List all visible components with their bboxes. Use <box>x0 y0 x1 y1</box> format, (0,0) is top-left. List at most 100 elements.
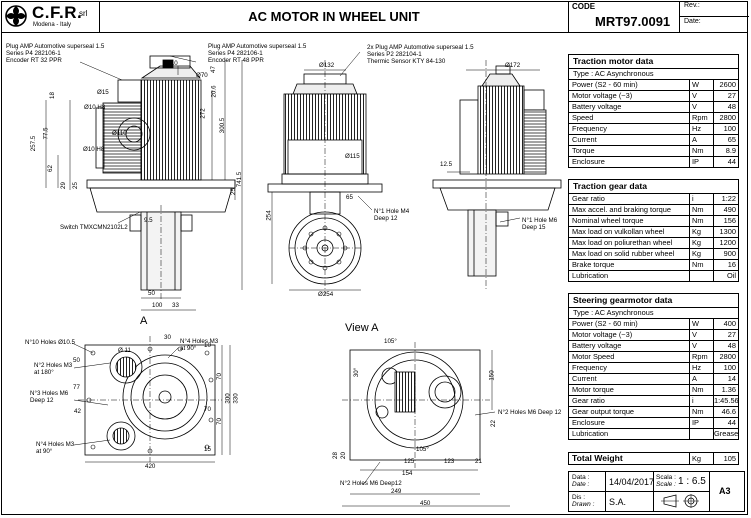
spec-unit: Nm <box>690 205 714 215</box>
dim-label: 105° <box>416 446 429 453</box>
sheet-format: A3 <box>719 486 731 496</box>
drawing-scale: 1 : 6.5 <box>678 476 706 487</box>
spec-unit: Nm <box>690 216 714 226</box>
spec-value: 1:45.56 <box>714 396 738 405</box>
spec-label: Motor torque <box>569 385 690 395</box>
dim-label: 150 <box>488 370 496 381</box>
dim-label: 47 <box>209 66 217 73</box>
date-label: Date: <box>684 18 701 25</box>
dim-label: Ø15 <box>97 89 109 96</box>
dim-label: 70 <box>204 406 211 413</box>
revision-box: Rev.: Date: <box>679 1 749 32</box>
dim-label: 77.5 <box>42 127 50 140</box>
spec-value: 1200 <box>719 238 736 247</box>
dim-label: 50 <box>73 357 80 364</box>
company-location: Modena - Italy <box>33 22 72 28</box>
spec-label: Power (S2 - 60 min) <box>569 80 690 90</box>
switch-callout: Switch TMXCMN2102L2 <box>60 224 128 231</box>
spec-value: 46.6 <box>721 407 736 416</box>
dim-label: Ø70 <box>196 72 208 79</box>
dim-label: 9.5 <box>144 217 153 224</box>
steering-gearmotor-table: Steering gearmotor data Type : AC Asynch… <box>568 293 739 440</box>
dim-label: 249 <box>391 488 402 495</box>
dim-label: 272 <box>199 108 207 119</box>
dim-label: Ø172 <box>505 62 521 69</box>
spec-unit: Kg <box>690 227 714 237</box>
spec-value: 44 <box>727 157 736 166</box>
spec-value: 16 <box>727 260 736 269</box>
dim-label: 420 <box>145 463 156 470</box>
code-label: CODE <box>572 2 596 11</box>
spec-label: Max load on vulkollan wheel <box>569 227 690 237</box>
spec-label: Max accel. and braking torque <box>569 205 690 215</box>
dim-label: 77 <box>73 384 80 391</box>
view-a <box>342 342 510 507</box>
table-title: Steering gearmotor data <box>569 294 738 308</box>
spec-label: Motor voltage (~3) <box>569 91 690 101</box>
spec-value: Oil <box>726 271 736 280</box>
dim-label: 30° <box>353 367 361 378</box>
spec-label: Current <box>569 135 690 145</box>
spec-unit: Nm <box>690 385 714 395</box>
dim-label: 12.5 <box>440 161 453 168</box>
date-label-it: Data : <box>572 474 590 481</box>
dim-label: 257.5 <box>30 135 38 152</box>
spec-label: Battery voltage <box>569 341 690 351</box>
dim-label: 100 <box>152 302 163 309</box>
spec-value: 100 <box>723 363 736 372</box>
spec-unit: Hz <box>690 363 714 373</box>
spec-label: Motor voltage (~3) <box>569 330 690 340</box>
drawing-date: 14/04/2017 <box>609 477 655 487</box>
dim-label: 33 <box>172 302 179 309</box>
spec-value: 44 <box>727 418 736 427</box>
dim-label: 300.5 <box>219 117 227 134</box>
dim-label: 20 <box>339 452 347 459</box>
spec-label: Enclosure <box>569 418 690 428</box>
dim-label: Ø132 <box>319 62 335 69</box>
dim-label: 330 <box>232 393 240 404</box>
rev-label: Rev.: <box>684 2 700 9</box>
spec-label: Enclosure <box>569 157 690 167</box>
spec-label: Gear ratio <box>569 194 690 204</box>
dim-label: 300 <box>224 393 232 404</box>
drawn-label-en: Drawn : <box>572 501 595 508</box>
spec-value: 65 <box>727 135 736 144</box>
spec-label: Speed <box>569 113 690 123</box>
dim-label: 21 <box>475 458 482 465</box>
table-title: Traction gear data <box>569 180 738 194</box>
spec-value: 100 <box>723 124 736 133</box>
spec-label: Frequency <box>569 124 690 134</box>
spec-label: Lubrication <box>569 429 690 439</box>
spec-unit: i <box>690 194 714 204</box>
dim-label: Ø254 <box>318 291 334 298</box>
company-logo: C.F.R. srl Modena - Italy <box>1 1 100 32</box>
table-row: Motor voltage (~3)V 27 <box>569 91 738 102</box>
dim-label: 25 <box>229 188 237 195</box>
side-view <box>267 60 383 295</box>
total-weight-row: Total Weight Kg 105 <box>568 452 739 465</box>
dim-label: 70 <box>215 373 223 380</box>
traction-motor-table: Traction motor data Type : AC Asynchrono… <box>568 54 739 168</box>
spec-unit: Rpm <box>690 352 714 362</box>
spec-value: 27 <box>727 91 736 100</box>
spec-unit: V <box>690 91 714 101</box>
